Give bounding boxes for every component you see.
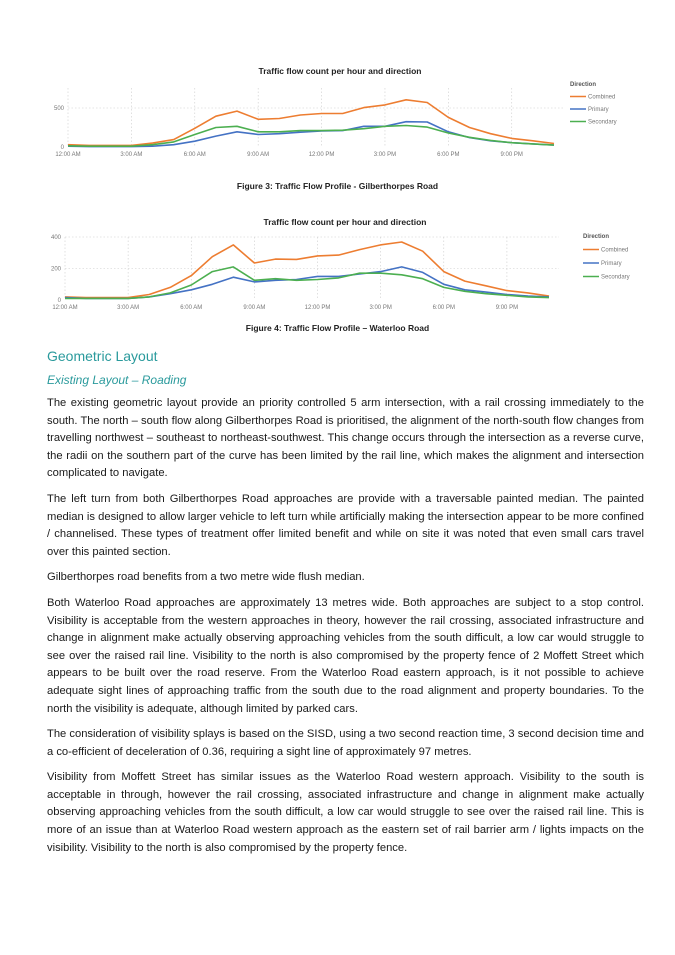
x-tick-label: 6:00 AM [180,305,202,311]
y-tick-label: 0 [61,145,65,151]
y-tick-label: 500 [54,106,65,112]
traffic-chart-waterloo: Traffic flow count per hour and directio… [51,217,630,311]
x-tick-label: 12:00 PM [309,152,335,158]
x-tick-label: 9:00 AM [243,305,265,311]
series-line-combined [67,99,555,147]
paragraph: Both Waterloo Road approaches are approx… [47,596,644,715]
x-tick-label: 6:00 AM [184,152,206,158]
x-tick-label: 12:00 AM [52,305,77,311]
paragraph: The left turn from both Gilberthorpes Ro… [47,492,644,558]
chart-title: Traffic flow count per hour and directio… [264,217,427,227]
x-tick-label: 12:00 PM [305,305,331,311]
y-tick-label: 0 [58,298,62,304]
body-text: The existing geometric layout provide an… [47,395,644,865]
series-line-primary [67,120,555,148]
series-line-secondary [67,124,555,147]
series-line-primary [64,266,550,300]
legend-label: Combined [601,248,628,254]
x-tick-label: 9:00 AM [247,152,269,158]
legend-label: Secondary [588,120,617,126]
x-tick-label: 12:00 AM [55,152,80,158]
paragraph: The existing geometric layout provide an… [47,397,644,480]
figure-3-caption: Figure 3: Traffic Flow Profile - Gilbert… [236,181,439,191]
legend-label: Combined [588,95,615,101]
x-tick-label: 3:00 AM [117,305,139,311]
section-heading: Geometric Layout [47,348,158,364]
x-tick-label: 6:00 PM [437,152,459,158]
paragraph: Gilberthorpes road benefits from a two m… [47,571,365,584]
section-subheading: Existing Layout – Roading [47,373,187,387]
legend-label: Primary [588,107,609,113]
legend-label: Primary [601,261,622,267]
series-line-secondary [65,266,550,300]
y-tick-label: 400 [51,235,62,241]
y-tick-label: 200 [51,267,62,273]
x-tick-label: 6:00 PM [433,305,455,311]
x-tick-label: 3:00 AM [120,152,142,158]
legend-title: Direction [583,234,609,240]
paragraph: Visibility from Moffett Street has simil… [47,771,644,854]
x-tick-label: 9:00 PM [496,305,518,311]
series-line-combined [64,241,550,299]
x-tick-label: 3:00 PM [369,305,391,311]
legend-title: Direction [570,82,596,88]
paragraph: The consideration of visibility splays i… [47,728,644,758]
traffic-chart-gilberthorpes: Traffic flow count per hour and directio… [54,66,617,158]
chart-title: Traffic flow count per hour and directio… [259,66,422,76]
legend-label: Secondary [601,275,630,281]
x-tick-label: 9:00 PM [501,152,523,158]
x-tick-label: 3:00 PM [374,152,396,158]
figure-4-caption: Figure 4: Traffic Flow Profile – Waterlo… [245,323,430,333]
